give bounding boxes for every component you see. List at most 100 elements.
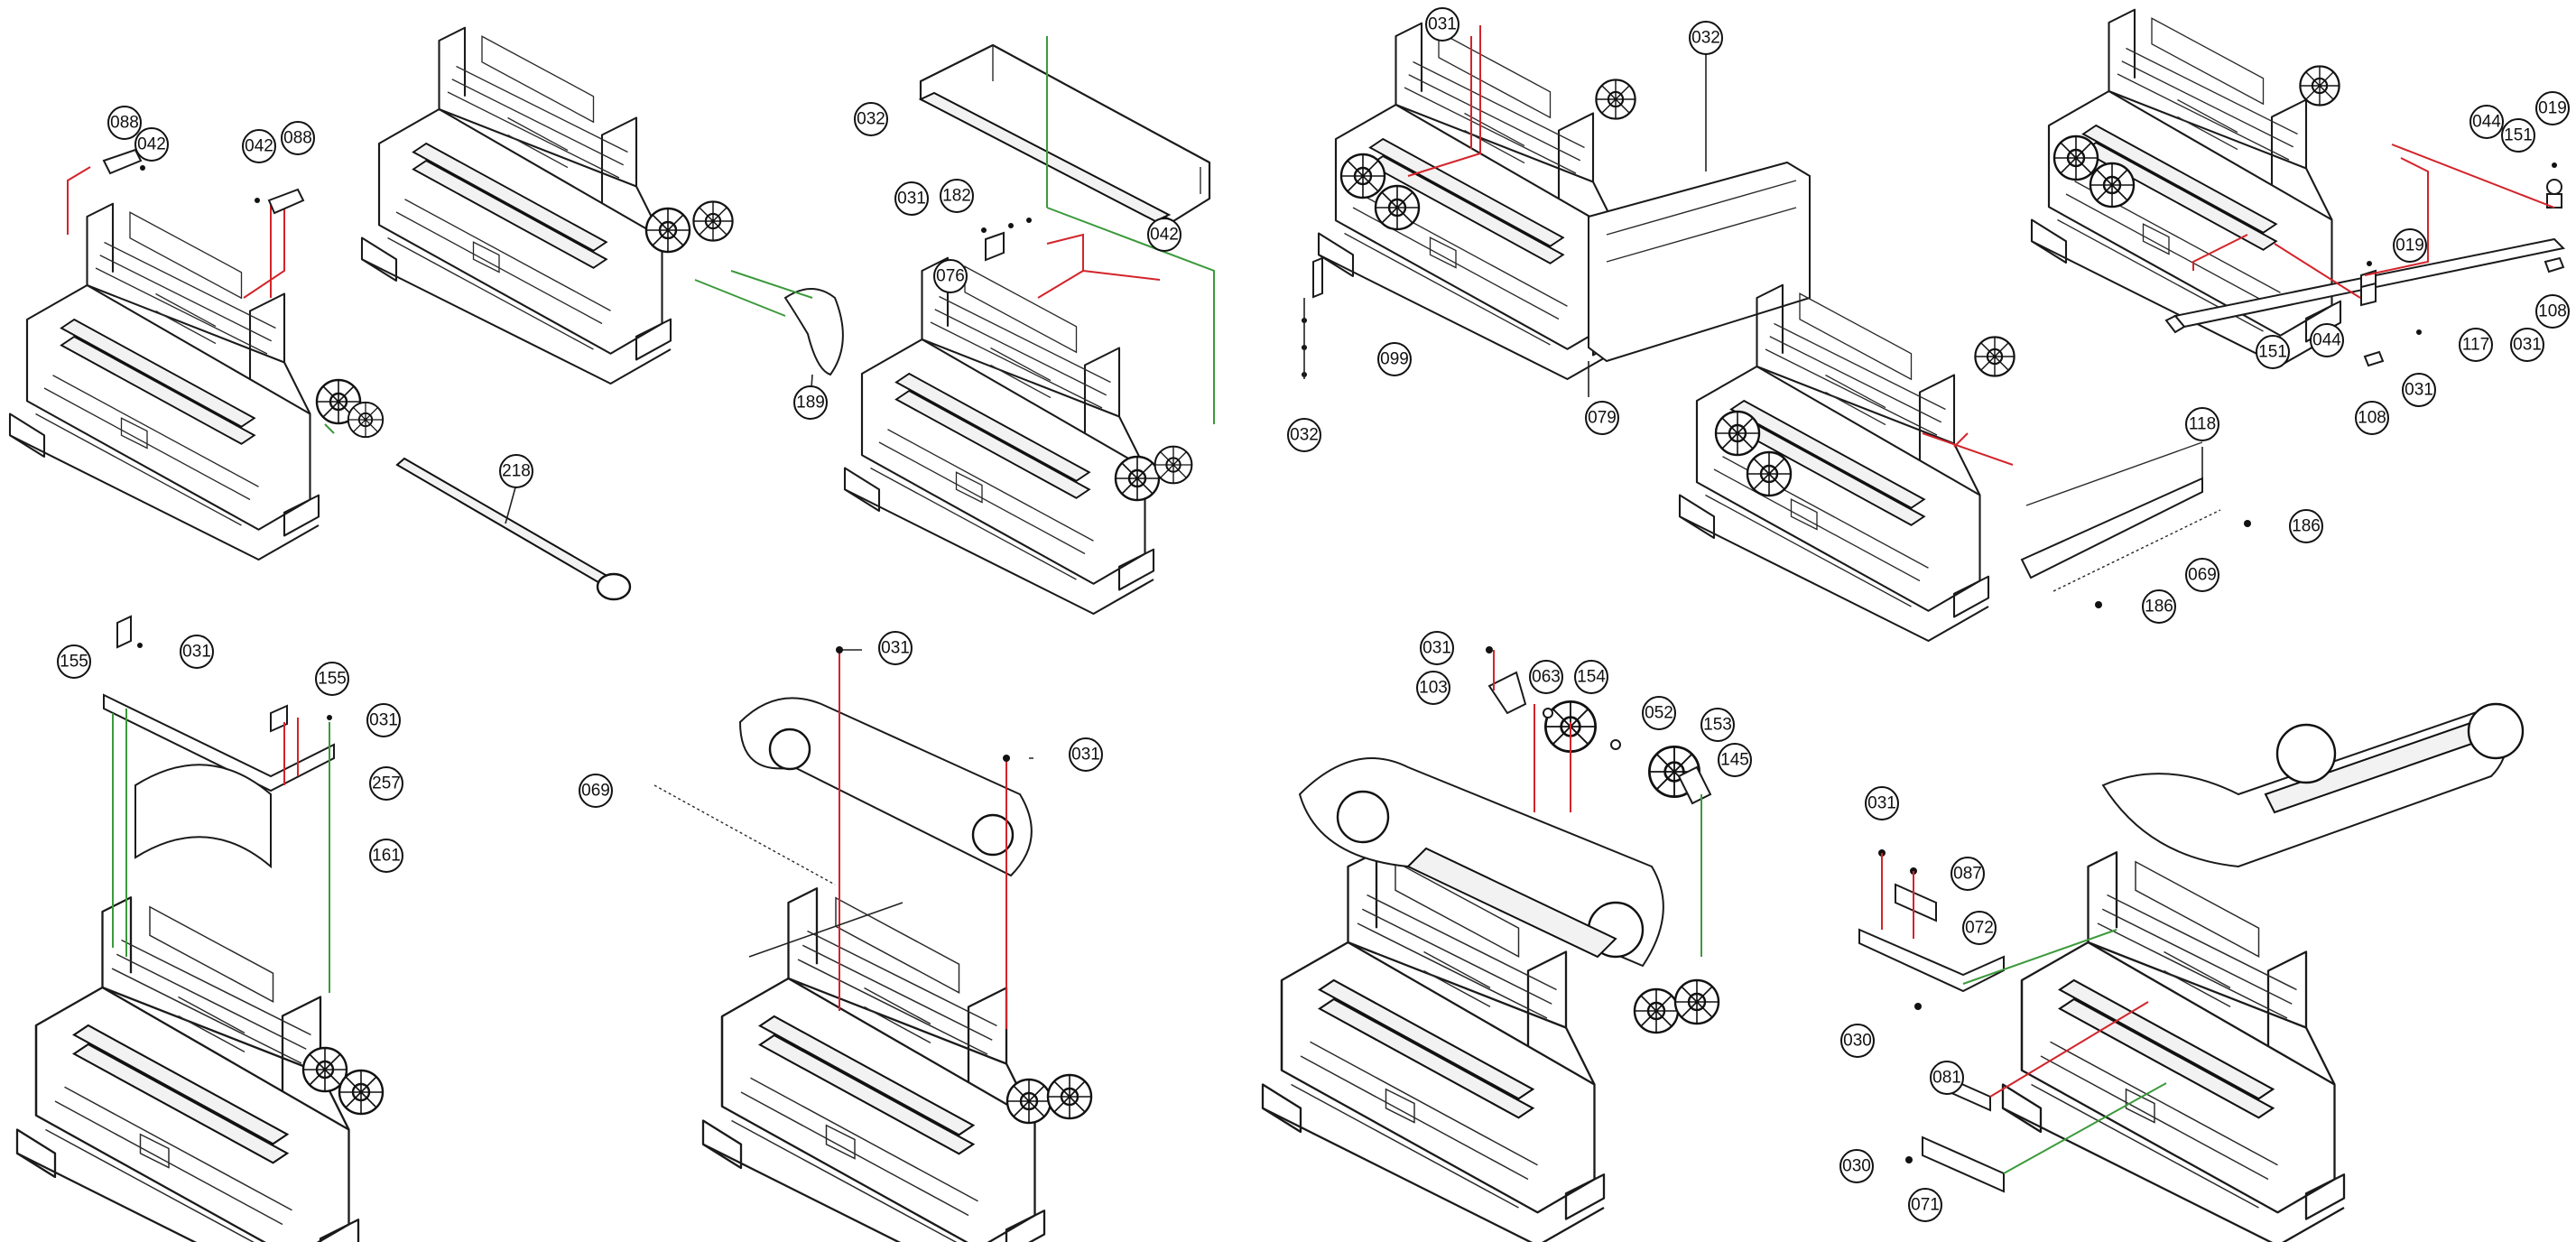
callout: 154 — [1574, 660, 1608, 694]
callout: 088 — [107, 106, 142, 140]
callout: 069 — [579, 774, 613, 808]
callout: 076 — [933, 259, 968, 293]
svg-text:063: 063 — [1532, 668, 1561, 687]
callout: 099 — [1377, 342, 1412, 376]
svg-text:030: 030 — [1843, 1032, 1872, 1051]
assembly-3-platen-bracket — [843, 36, 1215, 616]
svg-text:071: 071 — [1911, 1196, 1940, 1215]
svg-text:117: 117 — [2462, 336, 2489, 355]
svg-text:151: 151 — [2258, 343, 2287, 362]
svg-text:031: 031 — [897, 190, 926, 209]
svg-text:161: 161 — [372, 847, 401, 866]
svg-text:099: 099 — [1380, 350, 1409, 369]
svg-text:151: 151 — [2504, 126, 2533, 145]
callout: 151 — [2256, 335, 2290, 369]
svg-text:032: 032 — [857, 110, 885, 129]
svg-text:032: 032 — [1691, 29, 1720, 48]
callout: 044 — [2469, 105, 2504, 139]
callout: 030 — [1840, 1024, 1875, 1058]
assembly-8-ribbon-motor — [653, 646, 1093, 1242]
svg-text:081: 081 — [1932, 1069, 1961, 1088]
callout: 019 — [2535, 91, 2570, 125]
svg-text:030: 030 — [1842, 1157, 1871, 1176]
callout: 079 — [1585, 401, 1619, 435]
svg-text:031: 031 — [1867, 794, 1896, 813]
svg-text:052: 052 — [1645, 704, 1673, 723]
callout: 087 — [1951, 857, 1985, 891]
callout: 031 — [1425, 7, 1459, 42]
assembly-1-upper-frame — [8, 148, 385, 561]
svg-text:079: 079 — [1588, 409, 1617, 428]
callout: 182 — [940, 179, 974, 213]
callout: 108 — [2535, 294, 2570, 329]
svg-text:076: 076 — [936, 267, 965, 286]
svg-text:154: 154 — [1577, 668, 1606, 687]
svg-text:042: 042 — [137, 135, 166, 154]
callout: 155 — [57, 644, 91, 679]
callout: 189 — [793, 385, 828, 420]
callout: 161 — [369, 839, 403, 873]
svg-text:257: 257 — [372, 774, 401, 793]
assembly-2-top-cover — [360, 26, 844, 403]
assembly-7-paper-guide — [15, 615, 385, 1242]
callout: 155 — [315, 662, 349, 696]
svg-text:031: 031 — [881, 639, 910, 658]
svg-text:153: 153 — [1703, 716, 1732, 735]
svg-text:145: 145 — [1720, 751, 1749, 770]
callout: 030 — [1839, 1149, 1874, 1183]
svg-text:088: 088 — [283, 129, 312, 148]
callout: 031 — [1865, 786, 1899, 820]
svg-text:118: 118 — [2189, 415, 2216, 434]
callout: 052 — [1642, 696, 1676, 730]
svg-text:069: 069 — [581, 782, 610, 801]
callout: 118 — [2185, 407, 2219, 441]
assembly-9-gear-train — [1261, 646, 1720, 1242]
callout: 186 — [2142, 589, 2176, 624]
svg-text:087: 087 — [1953, 865, 1982, 884]
svg-text:031: 031 — [2513, 336, 2542, 355]
svg-text:031: 031 — [182, 643, 211, 662]
assembly-6-comb-strip — [1678, 283, 2251, 643]
callout: 031 — [878, 631, 913, 665]
svg-text:155: 155 — [60, 653, 88, 672]
callout: 103 — [1416, 671, 1450, 705]
svg-text:031: 031 — [2405, 381, 2433, 400]
svg-text:189: 189 — [796, 394, 825, 412]
svg-text:019: 019 — [2395, 236, 2424, 255]
callout: 042 — [1147, 218, 1181, 252]
callout: 031 — [1069, 737, 1103, 772]
callout: 042 — [242, 129, 276, 163]
svg-text:044: 044 — [2472, 113, 2501, 132]
svg-text:031: 031 — [369, 711, 398, 730]
callout: 031 — [2510, 328, 2544, 362]
callout: 031 — [1420, 631, 1454, 665]
callout: 031 — [2402, 373, 2436, 407]
svg-text:072: 072 — [1965, 919, 1994, 938]
svg-text:031: 031 — [1428, 15, 1457, 34]
svg-text:019: 019 — [2538, 99, 2567, 118]
callout: 042 — [134, 127, 169, 162]
callout: 032 — [854, 102, 888, 136]
callout: 072 — [1962, 911, 1997, 945]
callout: 145 — [1718, 743, 1752, 777]
assembly-10-side-brackets — [1858, 702, 2525, 1242]
svg-text:182: 182 — [942, 187, 971, 206]
callout: 032 — [1689, 21, 1723, 55]
callout: 031 — [180, 635, 214, 669]
assembly-5-rear-bar — [2030, 8, 2566, 367]
callout: 069 — [2185, 558, 2219, 592]
callout: 081 — [1930, 1061, 1964, 1095]
svg-text:218: 218 — [502, 462, 531, 481]
callout: 218 — [499, 454, 533, 488]
callout: 108 — [2355, 401, 2389, 435]
callout: 031 — [894, 181, 929, 216]
callout: 117 — [2459, 328, 2493, 362]
svg-text:032: 032 — [1290, 426, 1319, 445]
svg-text:044: 044 — [2312, 331, 2341, 350]
callout: 044 — [2310, 323, 2344, 357]
svg-text:031: 031 — [1071, 746, 1100, 765]
svg-text:088: 088 — [110, 114, 139, 133]
callout-labels: 088 042 042 088 218 189 032 031 182 076 … — [57, 7, 2570, 1222]
svg-text:042: 042 — [1150, 226, 1179, 245]
